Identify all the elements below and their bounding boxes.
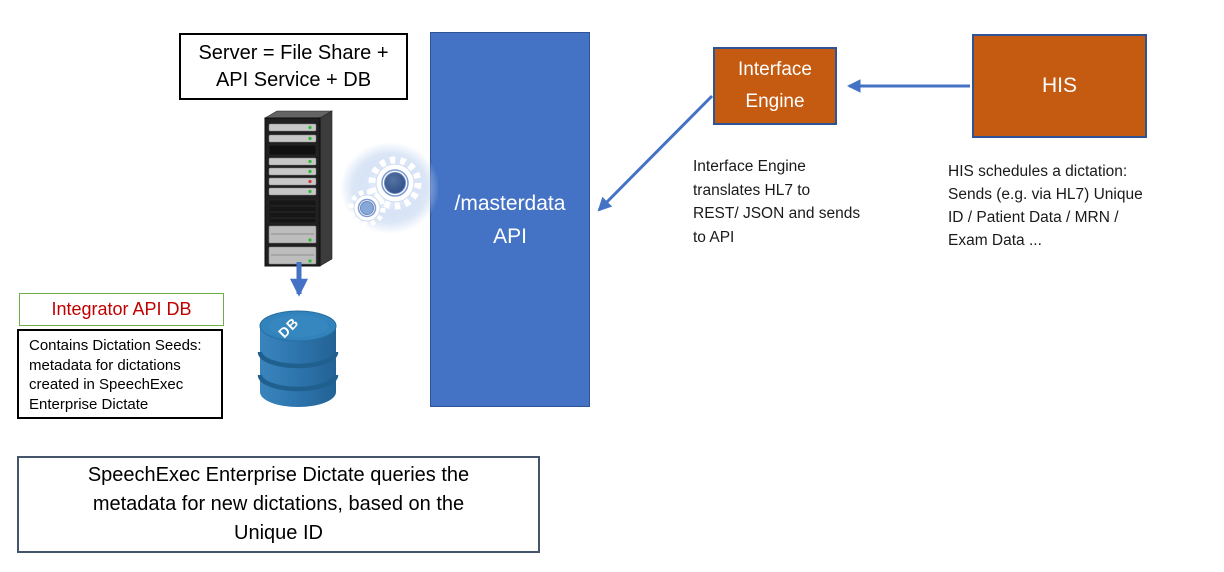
server-label-box: Server = File Share + API Service + DB: [179, 33, 408, 100]
masterdata-api-box: /masterdata API: [430, 32, 590, 407]
integrator-api-db-desc-box: Contains Dictation Seeds: metadata for d…: [17, 329, 223, 419]
interface-engine-note: Interface Engine translates HL7 to REST/…: [693, 158, 861, 246]
bottom-note-box: SpeechExec Enterprise Dictate queries th…: [17, 456, 540, 553]
interface-engine-box: Interface Engine: [713, 47, 837, 125]
server-tower-icon: [263, 110, 334, 267]
db-cylinder-icon: DB: [257, 310, 339, 407]
integrator-api-db-title-box: Integrator API DB: [19, 293, 224, 326]
his-box: HIS: [972, 34, 1147, 138]
gears-icon: [340, 142, 438, 234]
his-note: HIS schedules a dictation: Sends (e.g. v…: [948, 163, 1143, 249]
